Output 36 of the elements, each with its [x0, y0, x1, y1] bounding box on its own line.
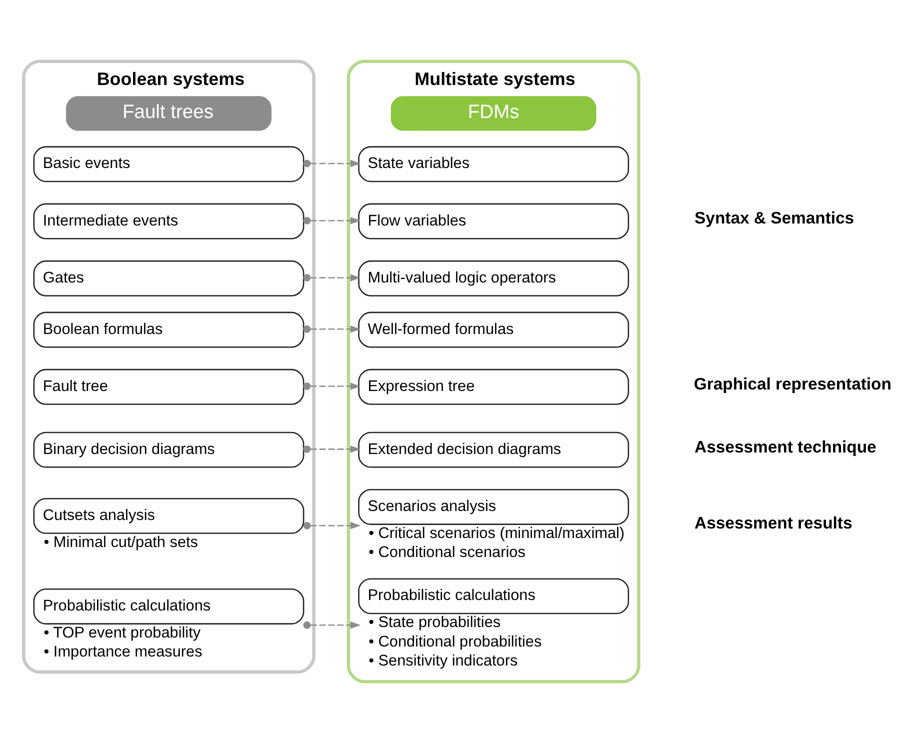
node-box: Basic events — [33, 146, 304, 182]
arrow — [303, 159, 361, 167]
arrow — [303, 274, 361, 281]
node-label: • Importance measures — [44, 643, 202, 660]
arrow — [303, 444, 361, 452]
node-box: Cutsets analysis — [33, 497, 304, 534]
node-box: Well-formed formulas — [358, 311, 630, 348]
node-box: Extended decision diagrams — [358, 431, 630, 468]
arrow — [303, 521, 361, 529]
node-box: State variables — [358, 146, 630, 182]
node-box: Gates — [33, 260, 304, 296]
arrow — [303, 382, 361, 390]
node-box: Intermediate events — [33, 202, 304, 239]
node-label: • Conditional scenarios — [368, 544, 526, 561]
node-label: • Conditional probabilities — [368, 632, 542, 650]
label: Syntax & Semantics — [694, 208, 854, 228]
node-box: Flow variables — [358, 202, 630, 239]
node-box: Multi-valued logic operators — [358, 260, 630, 296]
arrow — [303, 620, 361, 628]
arrow — [303, 324, 361, 332]
node-box: Binary decision diagrams — [33, 431, 304, 468]
arrow — [303, 216, 361, 224]
node-box: Expression tree — [358, 368, 630, 404]
label: Graphical representation — [694, 374, 892, 393]
node-label: • Sensitivity indicators — [368, 652, 518, 670]
node-box: Boolean formulas — [33, 311, 304, 348]
node-box: Scenarios analysis — [358, 488, 630, 524]
node-label: • TOP event probability — [44, 624, 201, 641]
node-box: Probabilistic calculations — [358, 578, 630, 614]
label: Assessment results — [694, 513, 852, 532]
node-label: • Critical scenarios (minimal/maximal) — [368, 524, 625, 542]
node-label: • Minimal cut/path sets — [44, 533, 198, 550]
node-box: Fault tree — [33, 368, 304, 404]
node-box: Probabilistic calculations — [33, 588, 304, 624]
label: Assessment technique — [694, 436, 876, 456]
node-label: • State probabilities — [368, 614, 501, 631]
